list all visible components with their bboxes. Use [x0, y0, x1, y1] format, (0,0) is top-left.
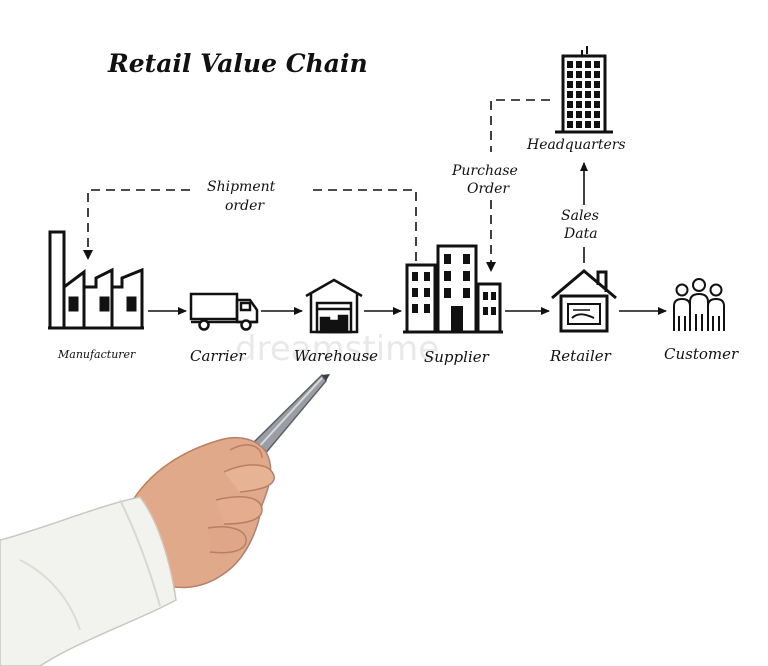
store-icon [551, 269, 617, 333]
dashed-shipment-left [87, 189, 190, 250]
factory-icon [48, 230, 144, 330]
hq-window [567, 91, 573, 98]
hq-window [585, 101, 591, 108]
node-label-retailer: Retailer [549, 347, 612, 365]
node-label-warehouse: Warehouse [294, 347, 378, 365]
shipment-order-label-line2: order [225, 198, 265, 214]
node-label-supplier: Supplier [424, 348, 490, 366]
hq-window [594, 111, 600, 118]
dashed-purchase-top [490, 99, 550, 152]
hq-window [585, 71, 591, 78]
shipment-order-label-line1: Shipment [207, 179, 276, 195]
dashed-shipment-right [313, 189, 417, 262]
skyscraper-icon [555, 46, 613, 134]
hq-window [567, 71, 573, 78]
hq-window [567, 101, 573, 108]
purchase-order-label-line1: Purchase [451, 163, 518, 179]
arrowhead-manufacturer [83, 250, 93, 260]
hq-window [576, 81, 582, 88]
arrowhead-supplier [486, 262, 496, 272]
hq-window [567, 121, 573, 128]
hq-window [594, 121, 600, 128]
hq-window [594, 101, 600, 108]
hq-window [576, 111, 582, 118]
node-label-headquarters: Headquarters [526, 137, 626, 153]
hq-window [594, 91, 600, 98]
sales-data-label-line2: Data [563, 226, 598, 242]
hq-window [585, 121, 591, 128]
hq-window [585, 91, 591, 98]
hq-window [585, 81, 591, 88]
hq-window [576, 91, 582, 98]
hq-window [594, 81, 600, 88]
warehouse-icon [305, 278, 363, 334]
hq-window [567, 81, 573, 88]
hq-window [567, 61, 573, 68]
people-icon [673, 278, 725, 331]
node-label-carrier: Carrier [190, 347, 246, 365]
hand-holding-pen [0, 373, 330, 666]
buildings-icon [403, 244, 503, 334]
hq-window [576, 71, 582, 78]
hq-window [576, 101, 582, 108]
hq-window [594, 61, 600, 68]
hq-window [576, 121, 582, 128]
node-label-customer: Customer [664, 345, 739, 363]
purchase-order-label-line2: Order [467, 181, 510, 197]
hq-window [567, 111, 573, 118]
sales-data-label-line1: Sales [561, 208, 599, 224]
diagram-title: Retail Value Chain [107, 49, 368, 78]
hq-window [576, 61, 582, 68]
hq-window [585, 61, 591, 68]
hq-window [594, 71, 600, 78]
hq-window [585, 111, 591, 118]
watermark: dreamstime [235, 329, 439, 369]
node-label-manufacturer: Manufacturer [57, 348, 136, 361]
truck-icon [189, 292, 259, 331]
